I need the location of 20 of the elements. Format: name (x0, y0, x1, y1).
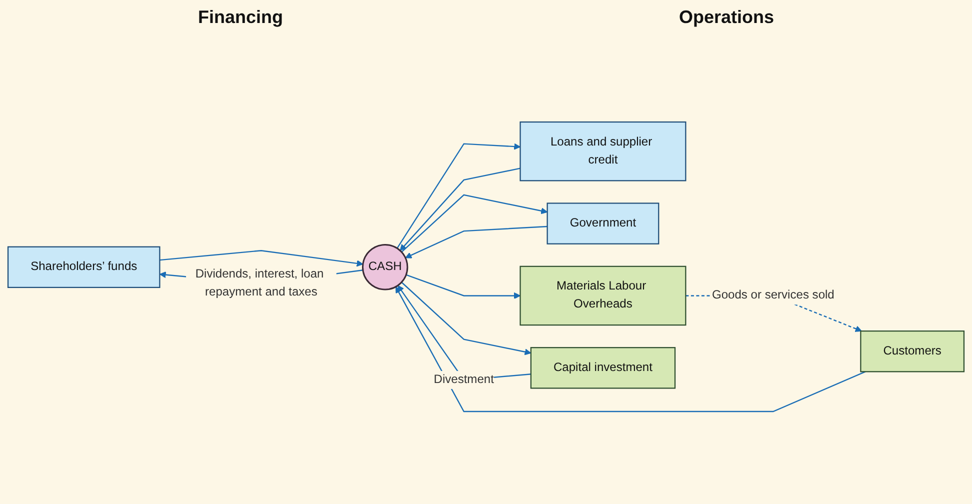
column-heading: Financing (198, 6, 283, 28)
arrow (406, 274, 521, 300)
node-box: Shareholders’ funds (7, 246, 160, 288)
node-box: Capital investment (530, 347, 676, 389)
arrow (396, 143, 521, 249)
node-circle: CASH (362, 244, 408, 290)
node-box: Customers (860, 330, 965, 372)
arrow (401, 194, 548, 253)
node-box: Materials Labour Overheads (520, 266, 686, 326)
arrow (396, 286, 866, 412)
arrow (401, 282, 532, 356)
arrow (405, 226, 548, 259)
node-box: Loans and supplier credit (520, 122, 686, 182)
node-box: Government (546, 202, 660, 245)
arrow (160, 250, 364, 267)
edge-label: Dividends, interest, loan repayment and taxes (195, 268, 324, 299)
column-heading: Operations (678, 6, 774, 28)
edge-label: Goods or services sold (712, 289, 834, 302)
arrow (400, 168, 520, 252)
edge-label: Divestment (434, 373, 494, 386)
